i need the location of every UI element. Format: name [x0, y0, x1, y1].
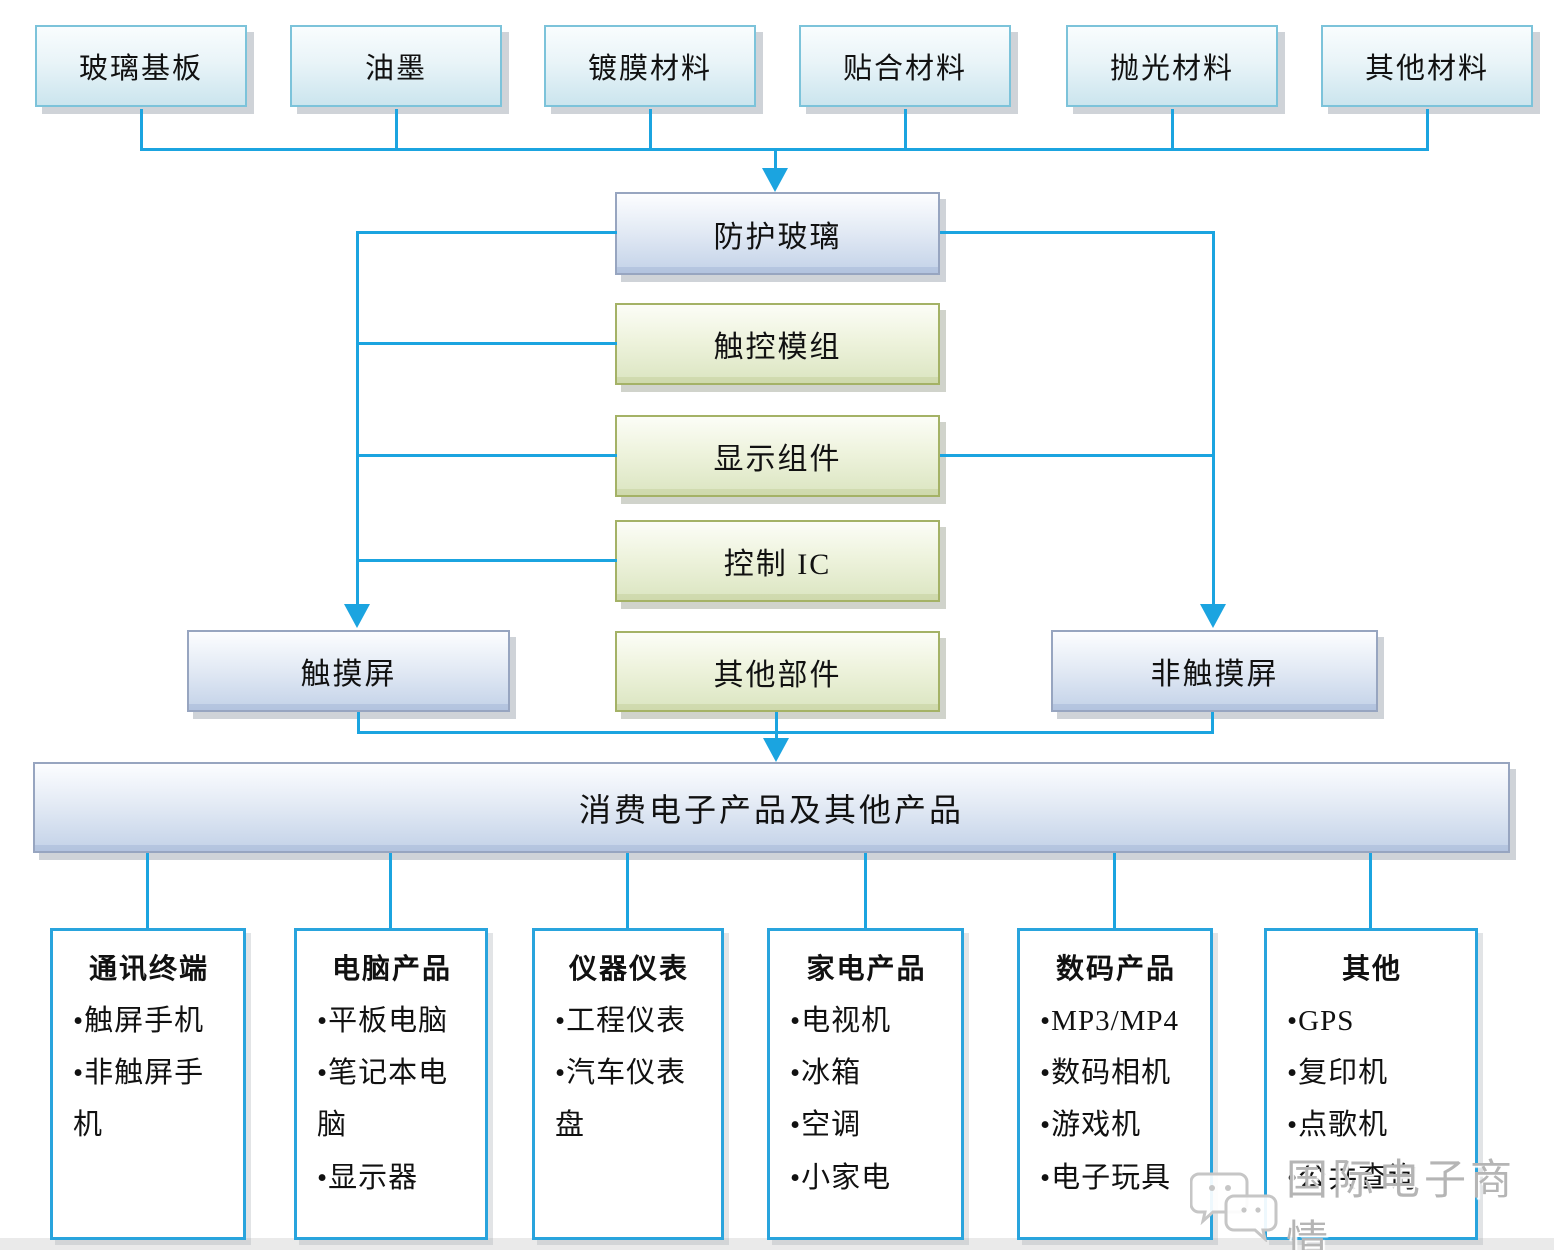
- connector-line: [1212, 231, 1215, 606]
- material-label: 油墨: [364, 53, 427, 85]
- category-item: •冰箱: [790, 1057, 862, 1090]
- protective-glass-box: 防护玻璃: [615, 192, 940, 275]
- category-item: •电视机: [790, 1005, 892, 1037]
- arrow-down-icon: [344, 604, 370, 628]
- material-label: 玻璃基板: [78, 53, 203, 85]
- connector-line: [357, 731, 1214, 734]
- category-item: •电子玩具: [1040, 1161, 1172, 1194]
- material-box-lamination: 贴合材料: [799, 25, 1011, 107]
- arrow-down-icon: [762, 168, 788, 192]
- connector-line: [389, 853, 392, 928]
- category-item: •游戏机: [1040, 1109, 1142, 1142]
- category-box-digital-products: 数码产品 •MP3/MP4 •数码相机 •游戏机 •电子玩具: [1017, 928, 1213, 1240]
- connector-line: [356, 454, 617, 457]
- category-box-instruments: 仪器仪表 •工程仪表 •汽车仪表盘: [532, 928, 724, 1240]
- category-item: •数码相机: [1040, 1057, 1172, 1090]
- connector-line: [356, 231, 617, 234]
- category-box-home-appliances: 家电产品 •电视机 •冰箱 •空调 •小家电: [767, 928, 964, 1240]
- connector-line: [357, 712, 360, 734]
- other-parts-box: 其他部件: [615, 631, 940, 712]
- consumer-products-box: 消费电子产品及其他产品: [33, 762, 1510, 853]
- connector-line: [774, 148, 777, 171]
- connector-line: [649, 109, 652, 151]
- node-label: 控制 IC: [723, 548, 832, 581]
- touch-module-box: 触控模组: [615, 303, 940, 385]
- category-item: •复印机: [1287, 1057, 1389, 1090]
- watermark: 国际电子商情: [1189, 1146, 1554, 1250]
- connector-line: [1369, 853, 1372, 928]
- node-label: 触控模组: [713, 331, 842, 364]
- connector-line: [1211, 712, 1214, 734]
- arrow-down-icon: [763, 738, 789, 762]
- category-title: 数码产品: [1055, 954, 1176, 985]
- connector-line: [356, 559, 617, 562]
- connector-line: [140, 109, 143, 151]
- material-box-coating: 镀膜材料: [544, 25, 756, 107]
- connector-line: [356, 231, 359, 606]
- connector-line: [940, 454, 1215, 457]
- watermark-text: 国际电子商情: [1286, 1156, 1517, 1250]
- node-label: 防护玻璃: [713, 220, 842, 254]
- category-title: 其他: [1341, 954, 1402, 985]
- page-bottom-shade: [0, 1238, 1554, 1250]
- material-box-polishing: 抛光材料: [1066, 25, 1278, 107]
- category-item: •小家电: [790, 1161, 892, 1194]
- connector-line: [1426, 109, 1429, 151]
- category-item: •MP3/MP4: [1040, 1005, 1180, 1037]
- node-label: 其他部件: [713, 658, 842, 692]
- connector-line: [864, 853, 867, 928]
- node-label: 显示组件: [713, 443, 842, 476]
- category-box-others: 其他 •GPS •复印机 •点歌机 •公共查询: [1264, 928, 1478, 1240]
- wechat-bubbles-icon: [1189, 1168, 1280, 1247]
- node-label: 消费电子产品及其他产品: [578, 791, 964, 828]
- arrow-down-icon: [1200, 604, 1226, 628]
- connector-line: [626, 853, 629, 928]
- material-label: 贴合材料: [842, 53, 967, 85]
- category-title: 电脑产品: [331, 954, 452, 985]
- connector-line: [1171, 109, 1174, 151]
- category-item: •平板电脑: [317, 1005, 449, 1037]
- category-title: 仪器仪表: [568, 954, 689, 985]
- connector-line: [904, 109, 907, 151]
- category-item: •公共查询: [1287, 1161, 1419, 1194]
- display-component-box: 显示组件: [615, 415, 940, 497]
- non-touch-screen-box: 非触摸屏: [1051, 630, 1378, 712]
- control-ic-box: 控制 IC: [615, 520, 940, 602]
- category-item: •非触屏手机: [73, 1057, 205, 1142]
- connector-line: [775, 731, 778, 741]
- connector-line: [356, 342, 617, 345]
- node-label: 非触摸屏: [1150, 658, 1279, 691]
- connector-line: [1113, 853, 1116, 928]
- material-label: 镀膜材料: [587, 53, 712, 85]
- category-item: •汽车仪表盘: [555, 1057, 687, 1142]
- material-label: 抛光材料: [1109, 53, 1234, 85]
- connector-line: [395, 109, 398, 151]
- node-label: 触摸屏: [300, 658, 397, 691]
- category-item: •显示器: [317, 1161, 419, 1194]
- category-item: •触屏手机: [73, 1005, 205, 1037]
- category-item: •工程仪表: [555, 1005, 687, 1037]
- connector-line: [940, 231, 1215, 234]
- connector-line: [775, 712, 778, 734]
- touch-screen-box: 触摸屏: [187, 630, 510, 712]
- category-title: 家电产品: [806, 954, 927, 985]
- connector-line: [140, 148, 1429, 151]
- category-item: •笔记本电脑: [317, 1057, 449, 1142]
- category-item: •点歌机: [1287, 1109, 1389, 1142]
- material-box-glass-substrate: 玻璃基板: [35, 25, 247, 107]
- category-item: •GPS: [1287, 1005, 1355, 1037]
- connector-line: [146, 853, 149, 928]
- material-label: 其他材料: [1364, 53, 1489, 85]
- material-box-other: 其他材料: [1321, 25, 1533, 107]
- category-box-computer-products: 电脑产品 •平板电脑 •笔记本电脑 •显示器: [294, 928, 488, 1240]
- category-box-communication-terminals: 通讯终端 •触屏手机 •非触屏手机: [50, 928, 246, 1240]
- material-box-ink: 油墨: [290, 25, 502, 107]
- category-title: 通讯终端: [88, 954, 209, 985]
- category-item: •空调: [790, 1109, 862, 1142]
